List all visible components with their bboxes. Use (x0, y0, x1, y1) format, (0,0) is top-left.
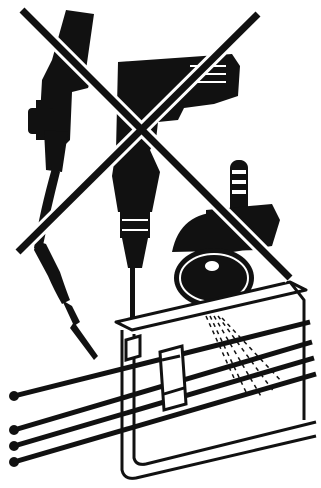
cable-clamp-icon (160, 346, 186, 410)
rail-bracket-icon (126, 336, 140, 360)
